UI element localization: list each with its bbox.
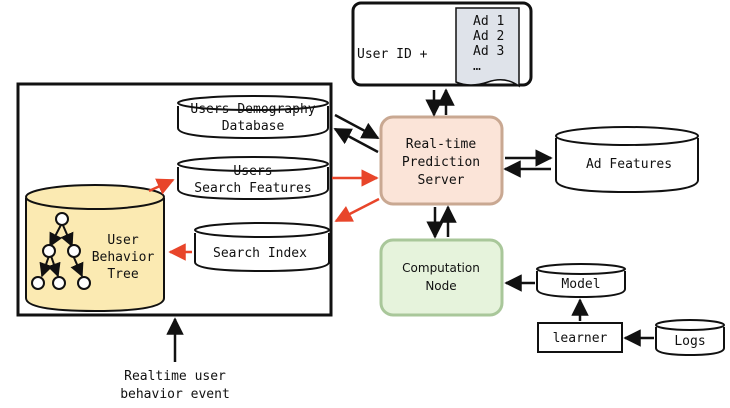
search-index: Search Index <box>194 222 330 273</box>
svg-text:Behavior: Behavior <box>92 250 155 265</box>
user-id-label: User ID + <box>357 47 428 62</box>
svg-text:Logs: Logs <box>674 334 705 349</box>
svg-text:Tree: Tree <box>107 267 138 282</box>
svg-text:Model: Model <box>561 277 600 292</box>
svg-text:Node: Node <box>425 279 456 293</box>
svg-text:Search Features: Search Features <box>194 181 311 196</box>
users-demography-database: Users Demography Database <box>177 95 329 140</box>
ad-features: Ad Features <box>555 126 699 194</box>
event-caption-line1: Realtime user <box>124 369 226 384</box>
ad-list-document: Ad 1 Ad 2 Ad 3 … <box>455 7 520 88</box>
prediction-server: Real-time Prediction Server <box>379 115 504 206</box>
ad-item-2: Ad 2 <box>473 29 504 44</box>
svg-text:Real-time: Real-time <box>406 137 477 152</box>
svg-text:User: User <box>107 233 138 248</box>
svg-text:Ad Features: Ad Features <box>586 157 672 172</box>
red-flow-arrows <box>148 169 380 261</box>
red-arrow-tree-to-searchfeatures <box>148 178 175 195</box>
svg-text:Database: Database <box>222 119 285 134</box>
svg-text:Computation: Computation <box>402 261 480 275</box>
svg-text:Users: Users <box>233 164 272 179</box>
logs-store: Logs <box>655 319 725 357</box>
connector-arrows <box>166 88 654 362</box>
tree-graph-icon <box>31 212 91 290</box>
svg-text:Server: Server <box>418 173 465 188</box>
learner-box: learner <box>537 322 623 353</box>
users-search-features: Users Search Features <box>177 156 329 201</box>
svg-text:Prediction: Prediction <box>402 155 480 170</box>
user-behavior-tree: User Behavior Tree <box>25 184 165 313</box>
svg-text:Users Demography: Users Demography <box>190 102 315 117</box>
event-caption-line2: behavior event <box>120 387 230 402</box>
arrow-server-to-demography <box>333 127 379 154</box>
svg-text:learner: learner <box>553 331 608 346</box>
ad-item-ellipsis: … <box>473 59 481 74</box>
arrow-demography-to-server <box>334 113 380 140</box>
svg-text:Search Index: Search Index <box>213 246 307 261</box>
ad-item-3: Ad 3 <box>473 44 504 59</box>
ad-item-1: Ad 1 <box>473 14 504 29</box>
computation-node: Computation Node <box>379 238 504 317</box>
model-store: Model <box>536 263 626 299</box>
red-arrow-server-to-searchindex <box>334 197 380 223</box>
